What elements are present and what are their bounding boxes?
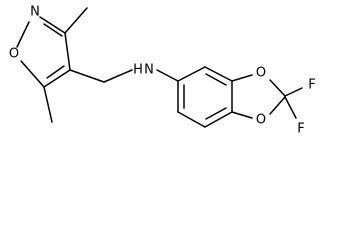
atom-label-fluorine-1: F — [308, 78, 315, 93]
bond-c4-c5 — [43, 69, 71, 88]
atom-label-amine-n: N — [144, 63, 154, 78]
bond-c-o1 — [231, 74, 253, 82]
chemical-structure-diagram: N O H N O O F F — [9, 5, 316, 137]
atom-label-fluorine-2: F — [297, 122, 304, 137]
bond-cf-f1 — [284, 87, 303, 97]
atom-label-dioxole-o1: O — [256, 66, 266, 81]
atom-label-amine-h: H — [133, 63, 143, 78]
atom-label-dioxole-o2: O — [256, 113, 266, 128]
isoxazole-ring — [16, 16, 71, 88]
bond-ar-inner-2 — [205, 107, 227, 120]
bond-ar-1 — [177, 66, 206, 82]
bond-cf-f2 — [284, 96, 297, 119]
bond-n-c3 — [39, 16, 66, 34]
bond-ar-5 — [177, 111, 206, 128]
bond-c4-c5-inner — [46, 65, 65, 79]
bond-ch2-nh — [103, 69, 133, 83]
bond-c3-c4 — [64, 32, 71, 71]
bond-ar-2 — [204, 66, 233, 82]
bond-n-c3-inner — [43, 23, 63, 37]
bond-c4-ch2 — [69, 69, 105, 83]
bond-c5-o — [20, 60, 45, 88]
atom-label-isoxazole-n: N — [30, 5, 40, 20]
bond-o2-cf2 — [269, 96, 286, 115]
dioxole-ring — [231, 74, 286, 119]
methyl-bond-c5 — [43, 86, 53, 123]
atom-label-isoxazole-o: O — [9, 47, 19, 62]
bond-ar-4 — [204, 111, 233, 128]
bond-c-o2 — [231, 111, 253, 119]
bond-nh-aryl — [156, 69, 179, 82]
bond-o1-cf2 — [269, 79, 286, 97]
bond-ar-inner-1 — [205, 73, 227, 86]
benzene-ring — [177, 66, 233, 128]
bond-o-n — [16, 21, 30, 48]
methyl-bond-c3 — [64, 7, 88, 34]
